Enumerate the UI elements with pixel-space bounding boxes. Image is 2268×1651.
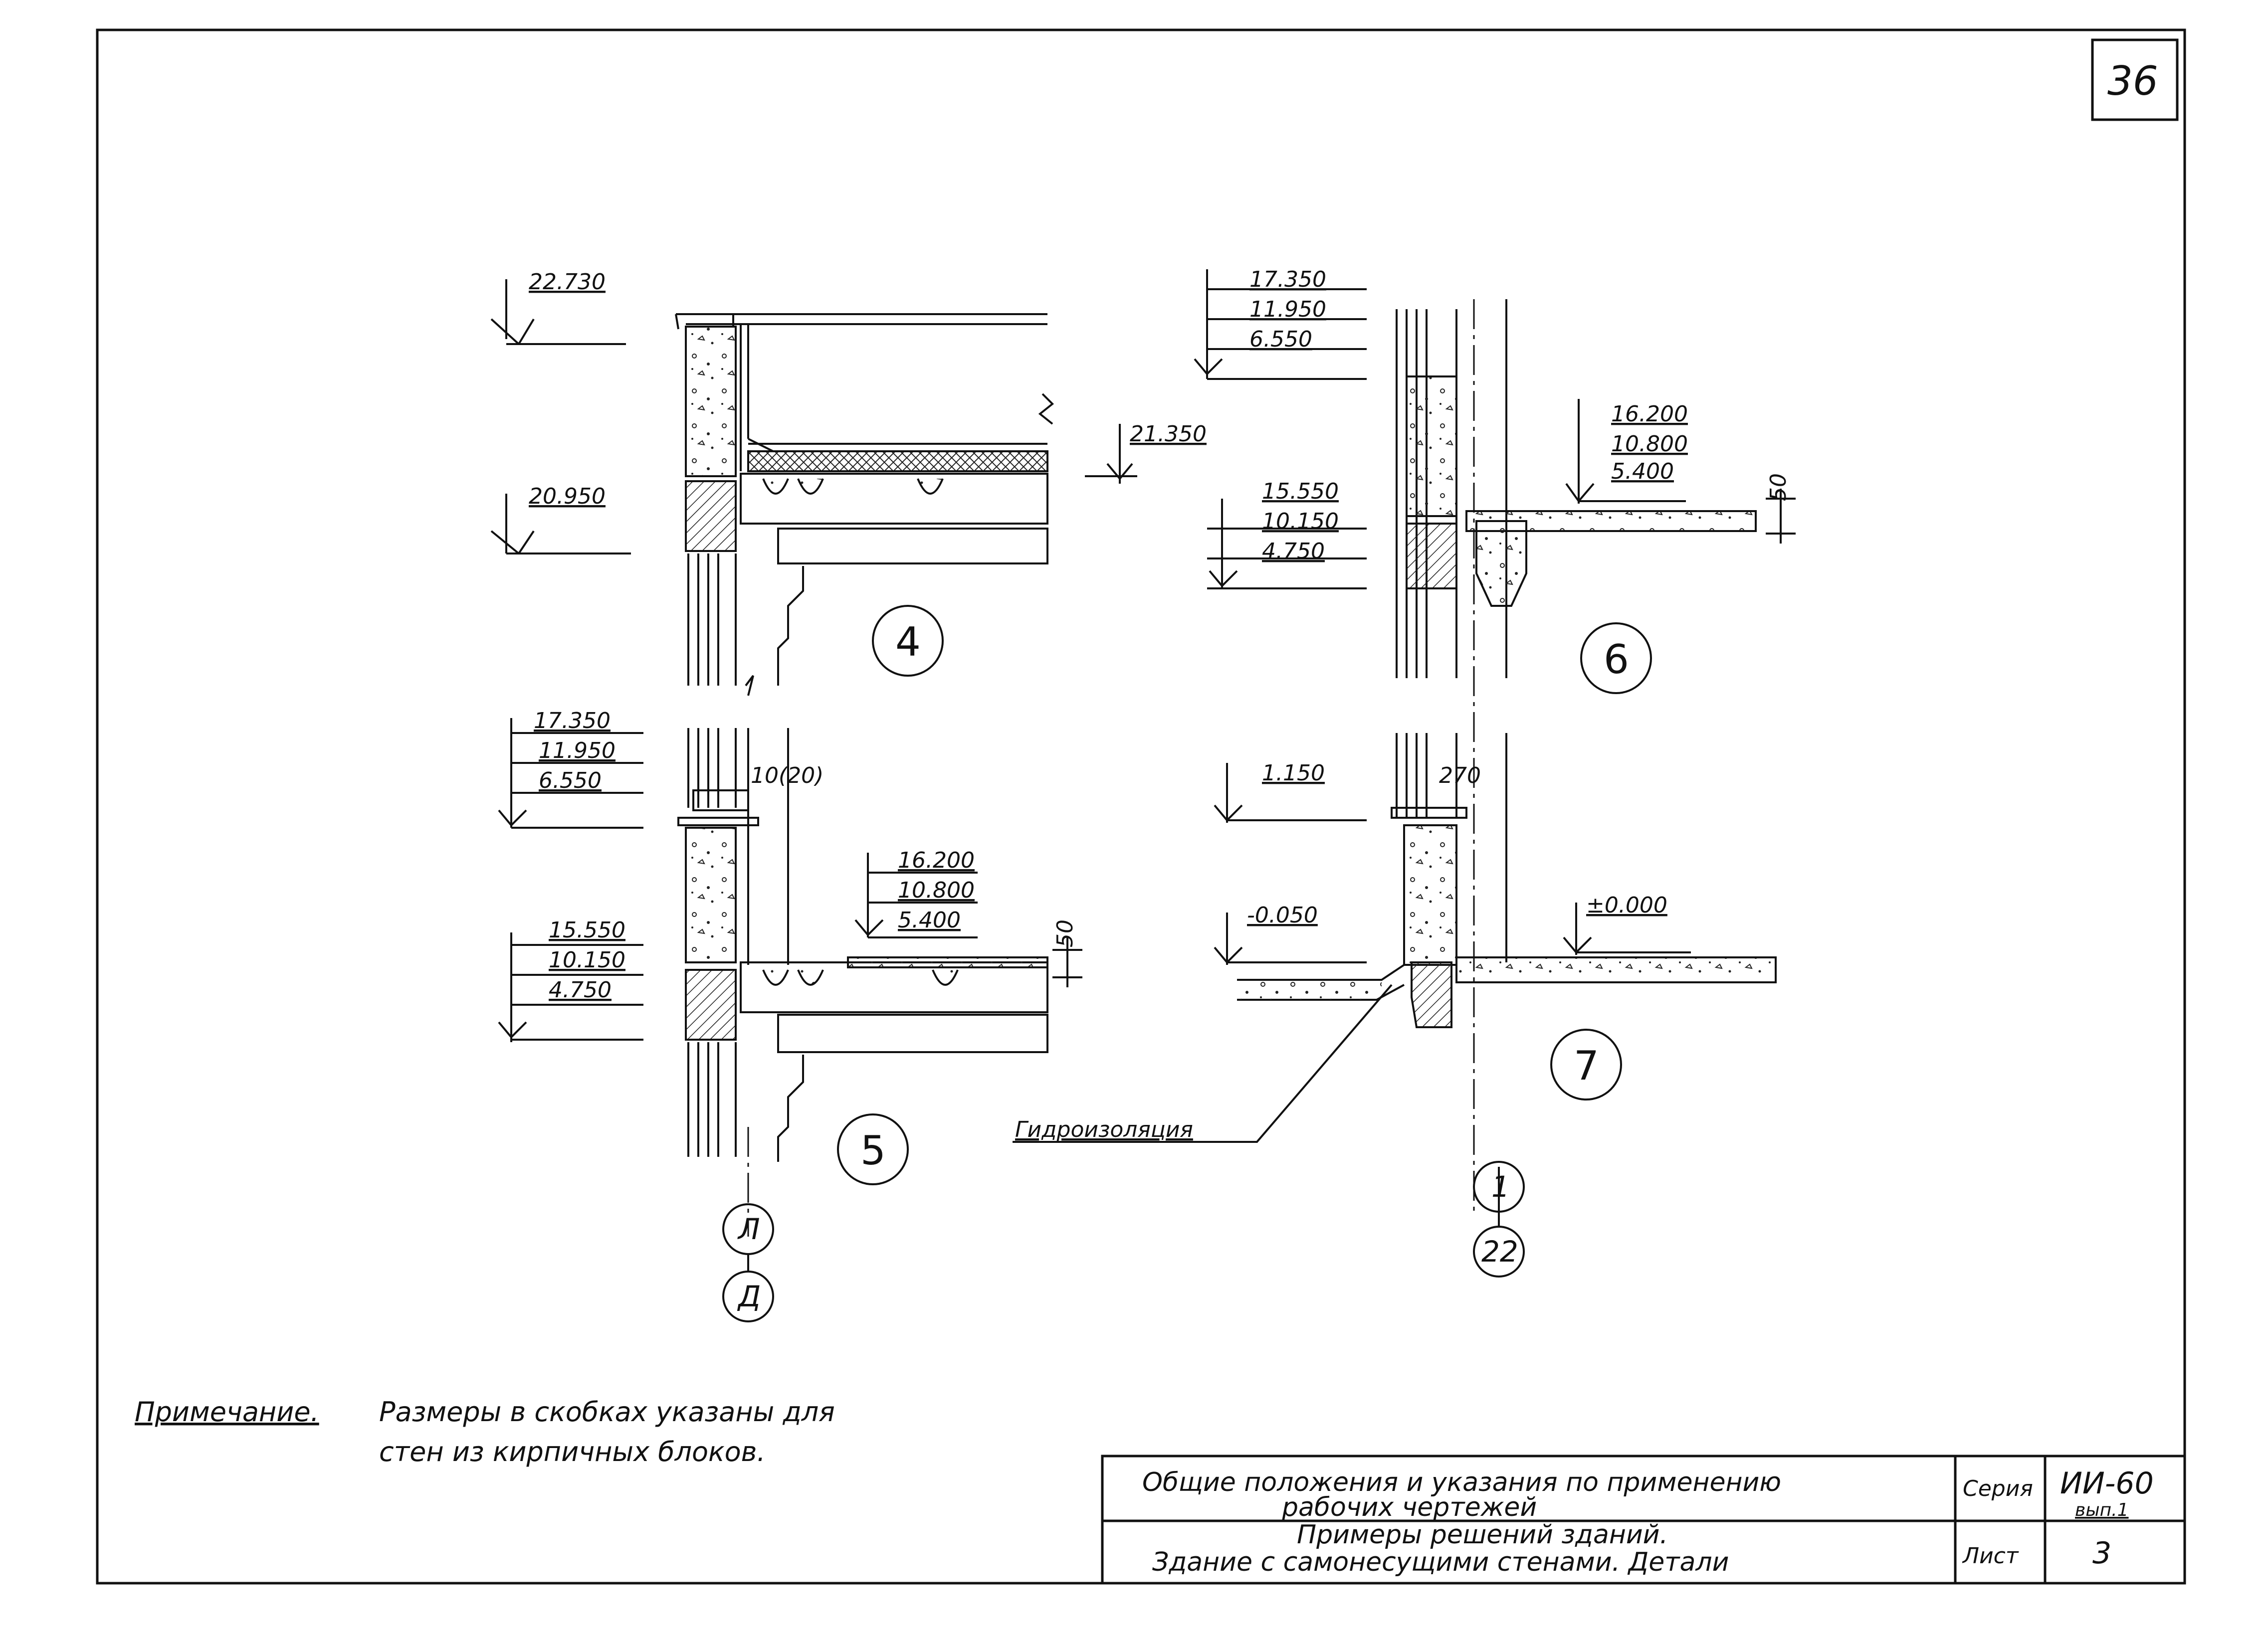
detail-5-label: 5 — [860, 1127, 886, 1174]
detail-6 — [1194, 269, 1796, 1212]
level-7-1-150: 1.150 — [1262, 760, 1325, 786]
detail-6-label: 6 — [1604, 636, 1629, 683]
level-20-950: 20.950 — [529, 484, 606, 509]
detail-7 — [1013, 733, 1777, 1143]
dim-5-joint: 10(20) — [751, 763, 824, 788]
axis-left-bottom: Д — [737, 1280, 761, 1313]
title-line-1: Общие положения и указания по применению — [1142, 1468, 1781, 1497]
subtitle-line-1: Примеры решений зданий. — [1297, 1520, 1668, 1550]
series-value: ИИ-60 — [2060, 1466, 2154, 1501]
level-6-10-800: 10.800 — [1611, 431, 1688, 457]
level-21-350: 21.350 — [1130, 421, 1207, 447]
subtitle-line-2: Здание с самонесущими стенами. Детали — [1152, 1547, 1729, 1577]
dim-5-slab: 50 — [1052, 919, 1078, 947]
level-22-730: 22.730 — [529, 269, 606, 295]
waterproofing-label: Гидроизоляция — [1015, 1117, 1193, 1142]
level-7-zero: ±0.000 — [1586, 893, 1667, 918]
axis-right-top: 1 — [1491, 1170, 1510, 1204]
level-5-17-350: 17.350 — [534, 708, 611, 734]
level-5-10-800: 10.800 — [898, 878, 975, 903]
series-issue: вып.1 — [2075, 1500, 2129, 1520]
level-6-5-400: 5.400 — [1611, 459, 1674, 484]
level-5-11-950: 11.950 — [539, 738, 616, 763]
level-5-5-400: 5.400 — [898, 908, 961, 933]
detail-4 — [490, 279, 1137, 696]
level-6-15-550: 15.550 — [1262, 479, 1339, 504]
axis-left-top: Л — [737, 1212, 760, 1246]
level-5-4-750: 4.750 — [549, 977, 612, 1003]
level-5-6-550: 6.550 — [539, 768, 602, 793]
level-6-6-550: 6.550 — [1249, 327, 1312, 352]
level-6-16-200: 16.200 — [1611, 401, 1688, 427]
title-line-2: рабочих чертежей — [1281, 1492, 1537, 1522]
level-5-15-550: 15.550 — [549, 917, 625, 943]
sheet-number: 36 — [2107, 58, 2158, 104]
title-block — [1101, 1455, 2186, 1585]
detail-7-label: 7 — [1574, 1043, 1599, 1089]
level-6-17-350: 17.350 — [1249, 267, 1326, 292]
dim-6-slab: 50 — [1766, 473, 1791, 501]
level-6-4-750: 4.750 — [1262, 539, 1325, 564]
sheet-frame — [96, 28, 2186, 1585]
note-heading: Примечание. — [135, 1396, 319, 1428]
level-7-minus-0-050: -0.050 — [1247, 903, 1318, 928]
sheet-value: 3 — [2092, 1536, 2111, 1571]
detail-5 — [498, 718, 1082, 1237]
detail-4-label: 4 — [895, 619, 921, 665]
note-line-1: Размеры в скобках указаны для — [379, 1396, 835, 1428]
level-5-16-200: 16.200 — [898, 848, 975, 873]
note-line-2: стен из кирпичных блоков. — [379, 1436, 766, 1468]
level-6-10-150: 10.150 — [1262, 509, 1339, 534]
level-6-11-950: 11.950 — [1249, 297, 1326, 322]
level-5-10-150: 10.150 — [549, 947, 625, 973]
sheet-label: Лист — [1962, 1543, 2019, 1569]
series-label: Серия — [1963, 1476, 2033, 1501]
axis-bubbles — [722, 1161, 1525, 1322]
axis-right-bottom: 22 — [1481, 1235, 1518, 1269]
dim-7-joint: 270 — [1439, 763, 1481, 788]
